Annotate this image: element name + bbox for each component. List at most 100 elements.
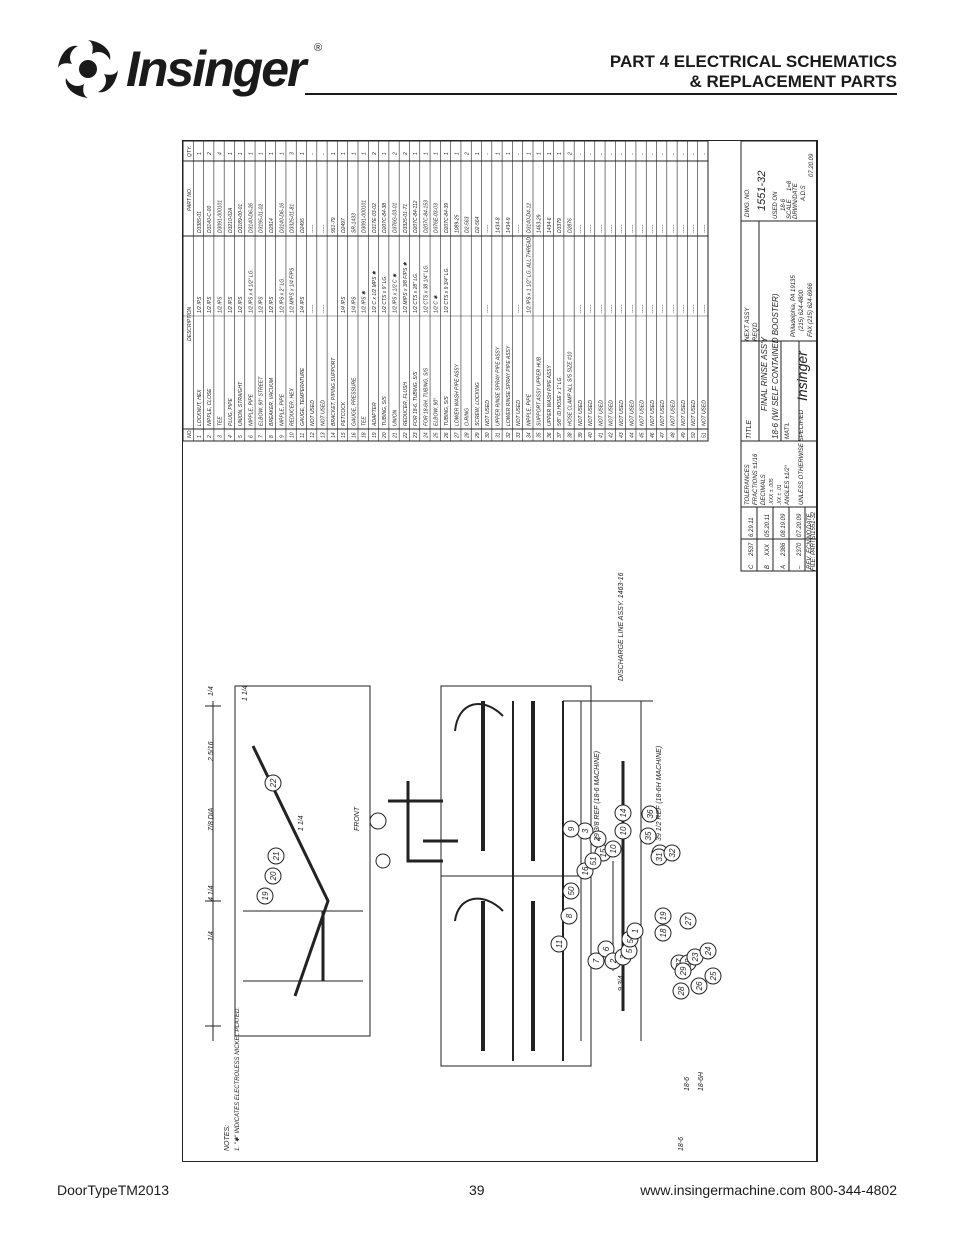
dim-1-1-4-b: 1 1/4 [298, 815, 305, 831]
part-row-no: 51 [701, 432, 707, 438]
part-row-item: NOT USED [660, 400, 666, 426]
part-row-size: 1/2 C x 1/2 MPS ✱ [372, 270, 378, 313]
company-city: Philadelphia, PA 19135 [791, 275, 797, 337]
svg-text:36: 36 [646, 809, 655, 818]
part-row-no: 46 [650, 432, 656, 438]
svg-text:35: 35 [644, 831, 653, 840]
part-row-no: 31 [495, 432, 501, 438]
part-row-no: 22 [403, 432, 409, 439]
part-row-no: 41 [598, 432, 604, 438]
section-title-line1: PART 4 ELECTRICAL SCHEMATICS [609, 52, 897, 71]
revision-letter: B [765, 565, 771, 569]
part-row-qty: 3 [290, 152, 296, 155]
part-row-size: 1/2 MIPS x 3/8 FIPS ✱ [403, 261, 409, 313]
part-row-item: HOSE CLAMP ALL S/S SIZE #10 [568, 351, 574, 426]
part-row-qty: 1 [362, 152, 368, 155]
part-row-part-no: D3140-D6-16 [279, 203, 285, 233]
part-row-part-no: ----- [640, 224, 646, 233]
part-row-item: NOT USED [640, 400, 646, 426]
part-row-item: NOT USED [609, 400, 615, 426]
dwg-no-label: DWG. NO. [745, 188, 751, 217]
part-row-size: ----- [681, 304, 687, 313]
revision-letter: – [797, 565, 803, 570]
header-rule [305, 93, 897, 95]
part-row-no: 24 [423, 432, 429, 439]
item-balloon: 29 [674, 962, 692, 980]
part-row-part-no: D3195-01-02 [259, 204, 265, 233]
part-row-no: 8 [269, 435, 275, 438]
part-row-item: NIPPLE, PIPE [279, 393, 285, 426]
part-row-item: NOT USED [310, 400, 316, 426]
part-row-qty: - [516, 153, 522, 155]
part-row-qty: - [650, 153, 656, 155]
tolerance-unless: UNLESS OTHERWISE SPECIFIED [799, 409, 805, 505]
website-phone: www.insingermachine.com 800-344-4802 [640, 1182, 897, 1198]
part-row-part-no: D3210-02A [228, 207, 234, 233]
part-row-part-no: ----- [485, 224, 491, 233]
item-balloon: 7 [587, 952, 605, 970]
part-row-qty: 1 [526, 152, 532, 155]
item-balloon: 20 [264, 867, 282, 885]
part-row-item: TEE [218, 416, 224, 426]
part-row-item: UNION, STRAIGHT [238, 381, 244, 426]
part-row-part-no: D3385-01 [197, 211, 203, 233]
svg-text:27: 27 [684, 916, 693, 926]
part-row-size: 1/2 IPS [238, 296, 244, 313]
part-row-size: ----- [691, 304, 697, 313]
top-detail-frame [234, 685, 371, 1037]
part-row-part-no: D207C-84-39 [444, 203, 450, 233]
revision-date: 6.29.11 [749, 517, 755, 537]
part-row-qty: - [310, 153, 316, 155]
part-row-qty: 1 [495, 152, 501, 155]
part-row-qty: 2 [372, 152, 378, 156]
svg-text:18: 18 [659, 928, 668, 937]
part-row-size: ----- [320, 304, 326, 313]
part-row-qty: - [660, 153, 666, 155]
part-row-part-no: ----- [701, 224, 707, 233]
part-row-no: 40 [588, 432, 594, 438]
part-row-part-no: ----- [629, 224, 635, 233]
title-label: TITLE [746, 420, 753, 439]
title-block-company: Insinger [794, 350, 810, 401]
scale-value: 1=8 [787, 180, 793, 191]
part-row-no: 14 [331, 432, 337, 438]
part-row-part-no: D2497 [341, 218, 347, 233]
part-row-item: NOT USED [681, 400, 687, 426]
part-row-size: 1/2 IPS [218, 296, 224, 313]
part-row-qty: 1 [341, 152, 347, 155]
part-row-no: 45 [640, 432, 646, 438]
part-row-size: ----- [660, 304, 666, 313]
part-row-qty: 1 [279, 152, 285, 155]
revision-ecn: 2370 [797, 542, 803, 557]
part-row-size: 1/2 CTS x 28" LG. [413, 273, 419, 313]
part-row-part-no: 1434-6 [547, 217, 553, 233]
part-row-part-no: D207C-84-153 [423, 200, 429, 233]
part-row-part-no: D2876 [568, 218, 574, 233]
part-row-no: 42 [609, 432, 615, 438]
page-number: 39 [469, 1182, 485, 1198]
svg-text:15: 15 [599, 848, 608, 857]
tolerance-decimals: DECIMALS [761, 474, 767, 505]
dim-7-8-dia: 7/8 DIA [208, 807, 215, 831]
part-row-qty: 1 [300, 152, 306, 155]
part-row-no: 12 [310, 432, 316, 438]
part-row-size: 1/4 IPS [351, 296, 357, 313]
dwg-no: 1551-32 [756, 171, 768, 211]
part-row-item: BRACKET, PIPING SUPPORT [331, 357, 337, 426]
svg-text:32: 32 [668, 848, 677, 857]
part-row-qty: - [629, 153, 635, 155]
company-phone: (215) 624-4800 [799, 289, 805, 331]
parts-header-qty: QTY. [187, 146, 193, 157]
part-row-item: PETCOCK [341, 401, 347, 426]
part-row-no: 37 [557, 432, 563, 438]
machine-18-6-b: 18-6 [684, 1077, 691, 1091]
part-row-part-no: D2-564 [475, 216, 481, 233]
part-row-item: TEE [362, 416, 368, 426]
item-balloon: 19 [654, 907, 672, 925]
item-balloon: 9 [562, 820, 580, 838]
dim-4-1-4: 4 1/4 [208, 885, 215, 901]
part-row-part-no: D3140-D4-12 [526, 203, 532, 233]
part-row-size: 1/2 IPS [207, 296, 213, 313]
part-row-no: 48 [670, 432, 676, 438]
part-row-size: ----- [578, 304, 584, 313]
